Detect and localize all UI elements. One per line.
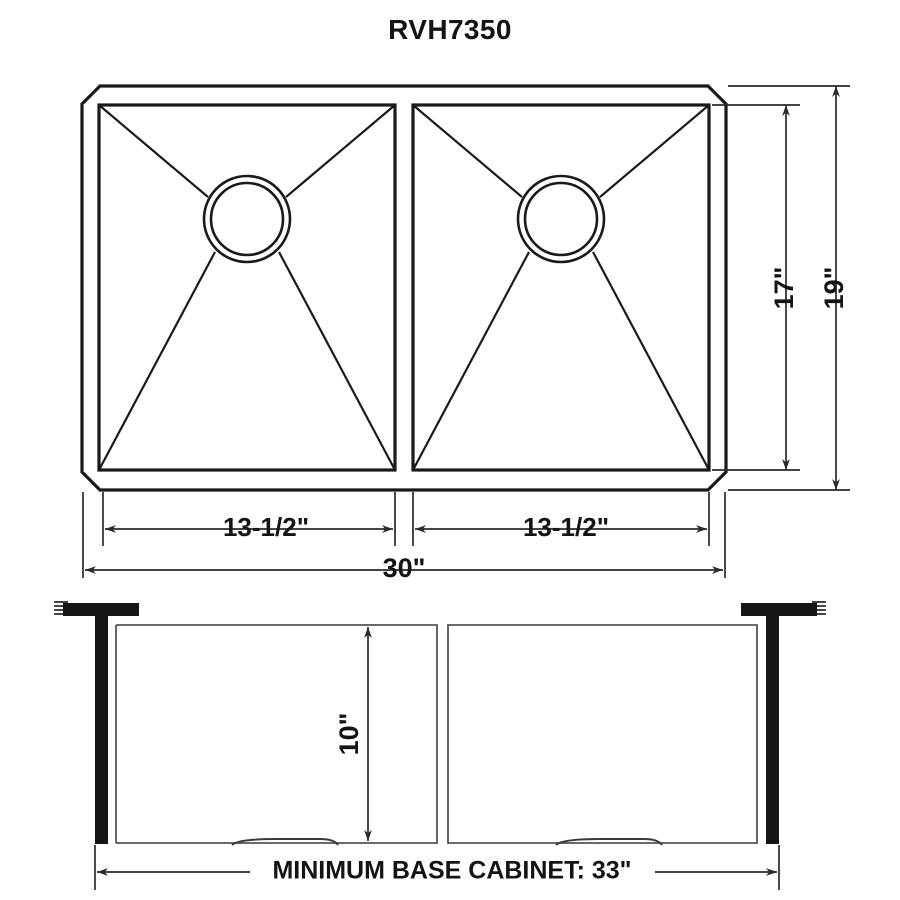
front-bowl-left-outline [116,624,438,844]
hatch-marks-right [812,601,826,615]
sink-rim-outline [80,84,728,492]
right-bowl [411,103,711,472]
dimension-label-17: 17" [769,267,799,310]
countertop-right [741,603,817,616]
dimension-bowl-depth-17: 17" [712,104,800,471]
caption-minimum-base-cabinet: MINIMUM BASE CABINET: 33" [272,857,631,885]
left-bowl [97,103,397,472]
page-title: RVH7350 [388,14,512,45]
dimension-left-bowl-width: 13-1/2" [105,512,393,542]
left-drain-outer-ring [202,174,292,264]
right-drain-inner-ring [523,181,599,257]
front-drain-recess-left [231,838,339,846]
dimension-minimum-base-cabinet: MINIMUM BASE CABINET: 33" [94,845,780,890]
front-bowl-right-outline [447,624,758,844]
front-drain-recess-right [555,838,663,846]
left-bowl-outline [97,103,397,472]
front-view: 10" MINIMUM BASE CABINET: 33" [54,601,826,890]
right-bowl-outline [411,103,711,472]
hatch-marks-left [54,601,68,615]
dimension-right-bowl-width: 13-1/2" [415,512,707,542]
right-drain-outer-ring [516,174,606,264]
cabinet-side-left [95,616,108,844]
right-bowl-fold-lines [412,104,710,471]
dimension-overall-width: 30" [85,553,723,583]
dimension-label-overall-width: 30" [383,553,426,583]
dimension-label-left-bowl-width: 13-1/2" [223,512,309,542]
dimension-label-right-bowl-width: 13-1/2" [523,512,609,542]
cabinet-wall-left [54,601,139,844]
cabinet-wall-right [741,601,826,844]
dimension-bowl-height-10: 10" [334,627,372,841]
left-bowl-fold-lines [98,104,396,471]
dimension-overall-depth-19: 19" [728,85,850,491]
countertop-left [63,603,139,616]
cabinet-side-right [766,616,779,844]
dimension-label-10: 10" [334,713,364,756]
dimension-label-19: 19" [819,267,849,310]
top-view: 17" 19" 13-1/2" [80,84,850,583]
front-view-bowls [115,624,758,846]
left-drain-inner-ring [209,181,285,257]
witness-lines-horizontal [82,492,726,578]
